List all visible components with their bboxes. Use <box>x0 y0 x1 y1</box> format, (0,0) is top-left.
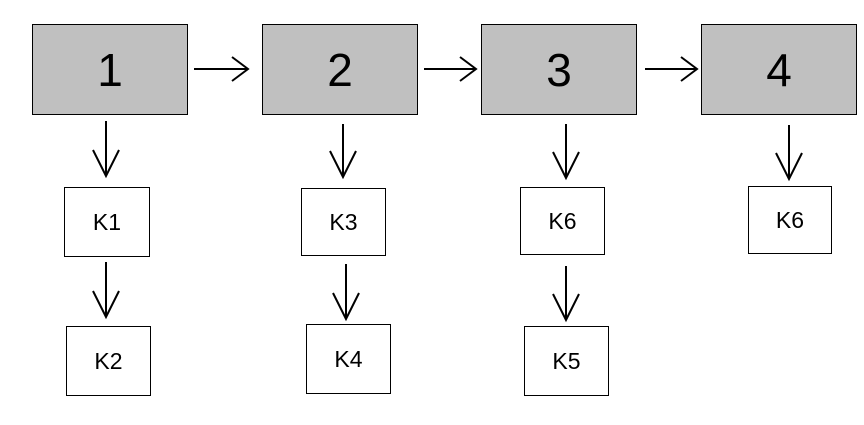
arrow-down-2-k3 <box>329 124 357 180</box>
sub-label-k1: K1 <box>92 208 122 235</box>
sub-box-k6-stage4: K6 <box>748 186 832 254</box>
sub-label-k4: K4 <box>334 345 363 372</box>
stage-box-3: 3 <box>481 24 637 115</box>
arrow-right-2-3 <box>424 56 478 82</box>
arrow-down-3-k6 <box>552 124 580 181</box>
stage-label-3: 3 <box>546 43 572 96</box>
sub-box-k3: K3 <box>301 188 386 256</box>
arrow-down-k3-k4 <box>332 264 360 322</box>
stage-box-2: 2 <box>262 24 418 115</box>
sub-box-k1: K1 <box>64 187 150 257</box>
sub-box-k4: K4 <box>306 324 391 394</box>
sub-box-k5: K5 <box>524 326 609 396</box>
stage-label-2: 2 <box>327 43 353 96</box>
sub-label-k6-stage4: K6 <box>775 206 805 233</box>
sub-label-k2: K2 <box>94 347 123 374</box>
stage-label-1: 1 <box>97 43 123 96</box>
stage-box-4: 4 <box>701 24 857 115</box>
arrow-down-4-k6 <box>775 125 803 182</box>
stage-box-1: 1 <box>32 24 188 115</box>
sub-box-k6-stage3: K6 <box>520 187 605 255</box>
sub-label-k3: K3 <box>329 208 358 235</box>
sub-label-k5: K5 <box>552 347 581 374</box>
sub-label-k6-stage3: K6 <box>548 207 577 234</box>
arrow-down-k6-k5 <box>552 266 580 323</box>
arrow-right-1-2 <box>194 56 250 82</box>
stage-label-4: 4 <box>766 43 792 96</box>
arrow-right-3-4 <box>645 56 699 82</box>
arrow-down-k1-k2 <box>92 262 120 320</box>
sub-box-k2: K2 <box>66 326 151 396</box>
arrow-down-1-k1 <box>92 121 120 179</box>
